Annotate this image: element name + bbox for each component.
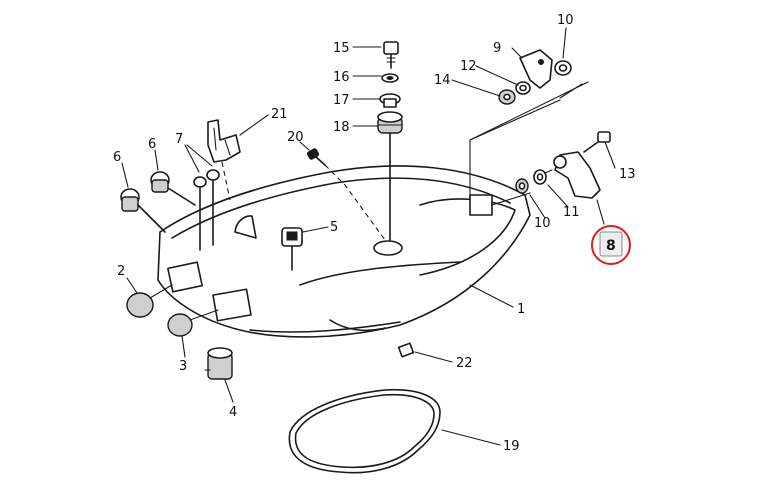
bracket-9 [519,49,553,89]
bolt-13 [583,131,611,153]
highlighted-part-8[interactable]: 8 [591,225,631,265]
callout-10-top: 10 [557,13,574,28]
callout-5: 5 [330,220,338,235]
leader-lines [121,27,616,446]
grommet-4 [204,347,233,380]
callout-6-lower: 6 [113,150,121,165]
callout-8: 8 [606,238,616,254]
callout-18: 18 [333,120,350,135]
bolt-15 [383,41,399,69]
callout-7: 7 [175,132,183,147]
callout-11: 11 [563,205,580,220]
callout-22: 22 [456,356,473,371]
callout-12: 12 [460,59,477,74]
callout-15: 15 [333,41,350,56]
callout-2: 2 [117,264,125,279]
plug-2 [126,292,154,318]
screw-20 [306,148,326,166]
gasket-outline [288,388,441,474]
bracket-21 [207,119,241,163]
callout-20: 20 [287,130,304,145]
highlight-ring [591,225,631,265]
fitting-5 [281,227,303,271]
grommet-6 [120,171,170,212]
callout-19: 19 [503,439,520,454]
callout-14: 14 [434,73,451,88]
callout-1: 1 [517,302,525,317]
decal-22 [397,342,415,358]
callout-16: 16 [333,70,350,85]
clip-7 [193,169,220,251]
callout-10-lower: 10 [534,216,551,231]
callout-17: 17 [333,93,350,108]
plug-3 [167,313,193,337]
callout-21: 21 [271,107,288,122]
lever-8 [553,151,601,199]
callout-9: 9 [493,41,501,56]
callout-labels: 15 16 17 18 10 9 12 14 21 20 7 6 6 5 2 3… [113,13,636,454]
callout-3: 3 [179,359,187,374]
callout-6-upper: 6 [148,137,156,152]
grommet-18 [377,111,403,134]
callout-4: 4 [229,405,237,420]
highlight-box [599,231,623,257]
bottom-cowling [157,165,531,338]
callout-13: 13 [619,167,636,182]
